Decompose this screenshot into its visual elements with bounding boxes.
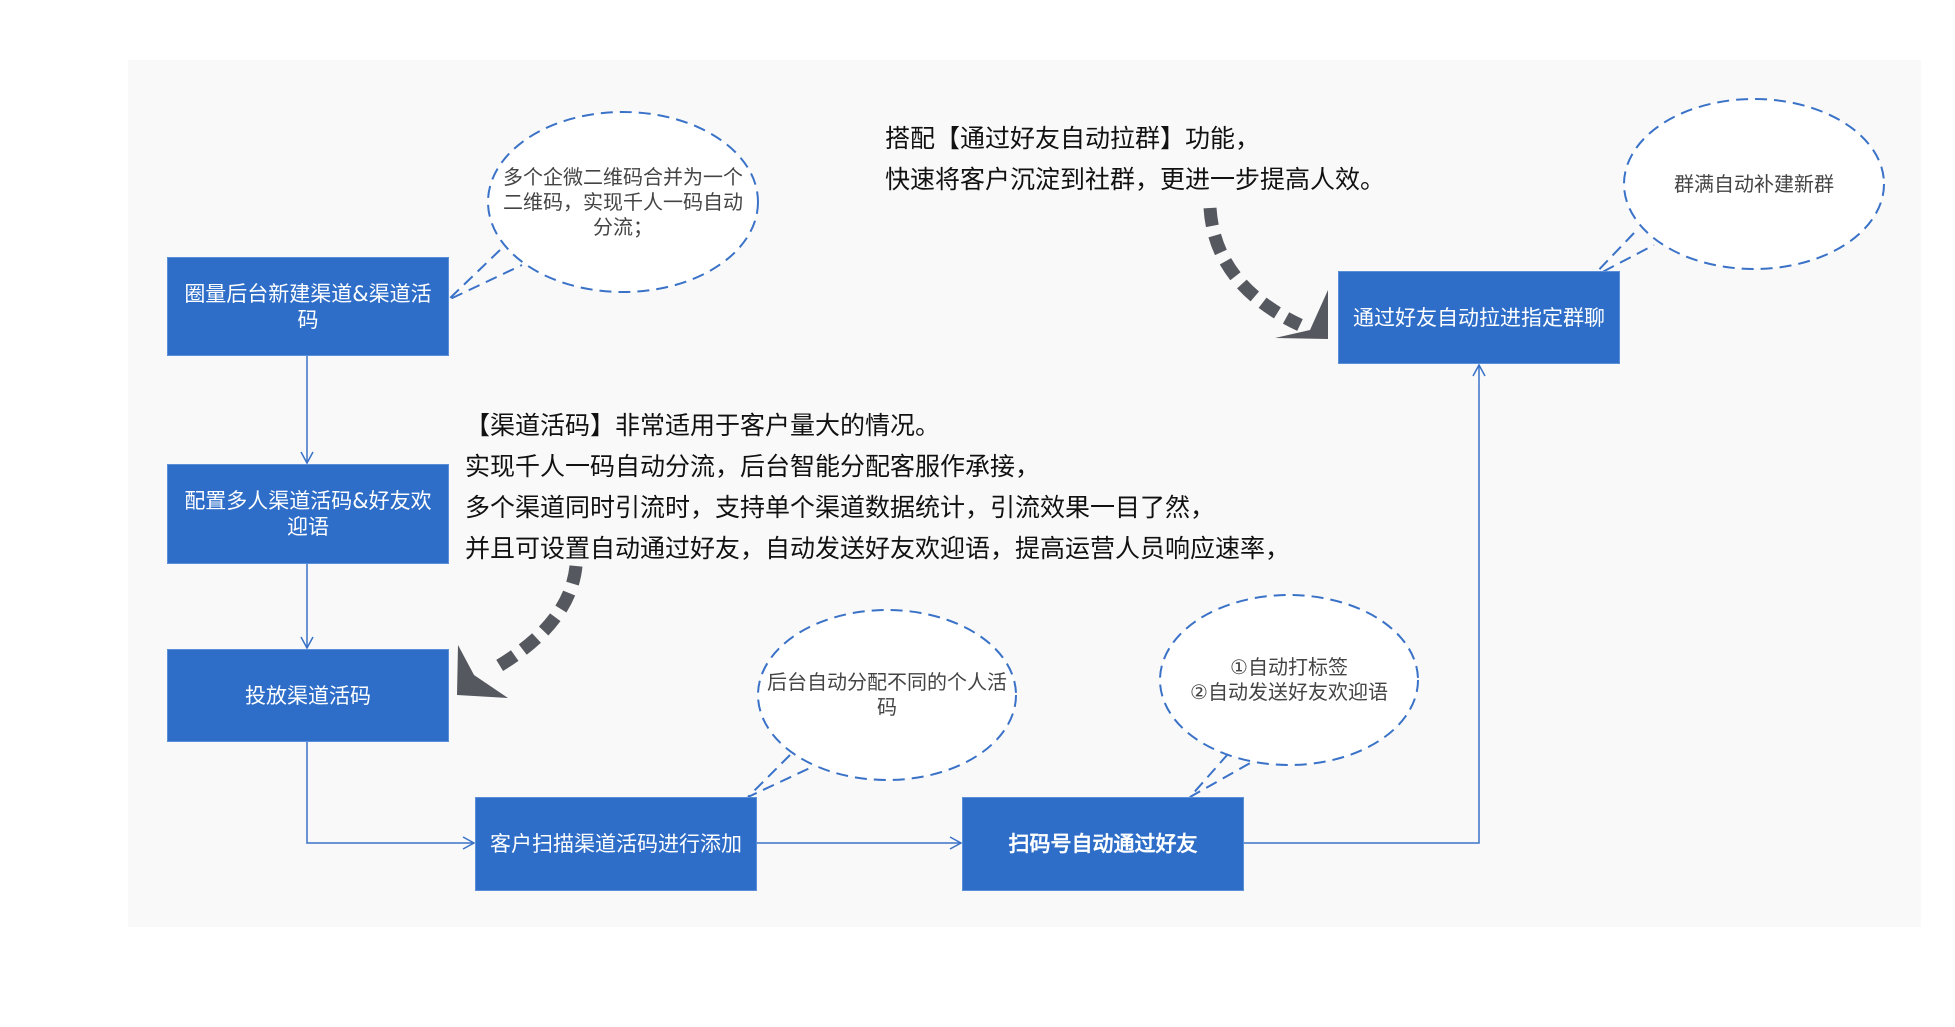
bubble-auto-tag-line: ②自动发送好友欢迎语 [1190, 680, 1388, 704]
note-line: 【渠道活码】非常适用于客户量大的情况。 [465, 411, 941, 440]
thick-arrow-to-deploy [488, 565, 583, 676]
note-group-feature: 搭配【通过好友自动拉群】功能， 快速将客户沉淀到社群，更进一步提高人效。 [885, 118, 1385, 200]
step-deploy: 投放渠道活码 [167, 649, 449, 742]
thick-arrowhead [457, 645, 508, 698]
step-scan: 客户扫描渠道活码进行添加 [475, 797, 757, 891]
thick-arrowhead [1275, 290, 1328, 339]
bubble-auto-tag-shape [1159, 594, 1419, 766]
step-pull-group: 通过好友自动拉进指定群聊 [1338, 271, 1620, 364]
bubble-tail [1189, 753, 1253, 798]
bubble-assign: 后台自动分配不同的个人活码 [767, 670, 1007, 719]
step-configure: 配置多人渠道活码&好友欢迎语 [167, 464, 449, 564]
step-auto-accept: 扫码号自动通过好友 [962, 797, 1244, 891]
bubble-auto-tag: ①自动打标签 ②自动发送好友欢迎语 [1169, 650, 1409, 710]
bubble-merge-qr: 多个企微二维码合并为一个二维码，实现千人一码自动分流； [503, 164, 743, 239]
bubble-tail [747, 754, 813, 798]
note-line: 快速将客户沉淀到社群，更进一步提高人效。 [885, 165, 1386, 194]
bubble-tail [447, 249, 523, 301]
bubble-assign-shape [757, 609, 1017, 781]
bubble-group-full: 群满自动补建新群 [1674, 171, 1834, 196]
note-line: 并且可设置自动通过好友，自动发送好友欢迎语，提高运营人员响应速率， [465, 534, 1291, 563]
thick-arrow-to-pull-group [1203, 207, 1303, 331]
bubble-group-full-shape [1623, 98, 1885, 270]
step-create-channel: 圈量后台新建渠道&渠道活码 [167, 257, 449, 356]
bubble-auto-tag-line: ①自动打标签 [1230, 655, 1348, 679]
connector-arrow [1244, 363, 1486, 844]
bubble-merge-qr-shape [487, 111, 759, 293]
note-channel-code: 【渠道活码】非常适用于客户量大的情况。 实现千人一码自动分流，后台智能分配客服作… [465, 405, 1290, 569]
note-line: 实现千人一码自动分流，后台智能分配客服作承接， [465, 452, 1041, 481]
note-line: 多个渠道同时引流时，支持单个渠道数据统计，引流效果一目了然， [465, 493, 1216, 522]
note-line: 搭配【通过好友自动拉群】功能， [885, 124, 1261, 153]
connector-arrow [306, 742, 476, 850]
